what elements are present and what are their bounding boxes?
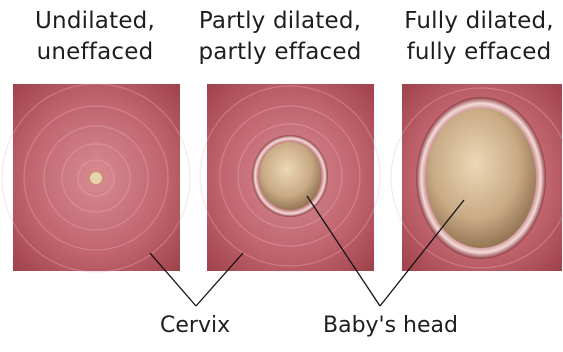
- babys-head-label: Baby's head: [323, 313, 458, 338]
- panel-undilated: [2, 84, 190, 272]
- panel-partly-dilated: [200, 84, 380, 271]
- babys-head: [259, 142, 321, 210]
- cervix-label: Cervix: [160, 313, 230, 338]
- cervical-os: [89, 171, 103, 185]
- panel-fully-dilated: [391, 84, 563, 271]
